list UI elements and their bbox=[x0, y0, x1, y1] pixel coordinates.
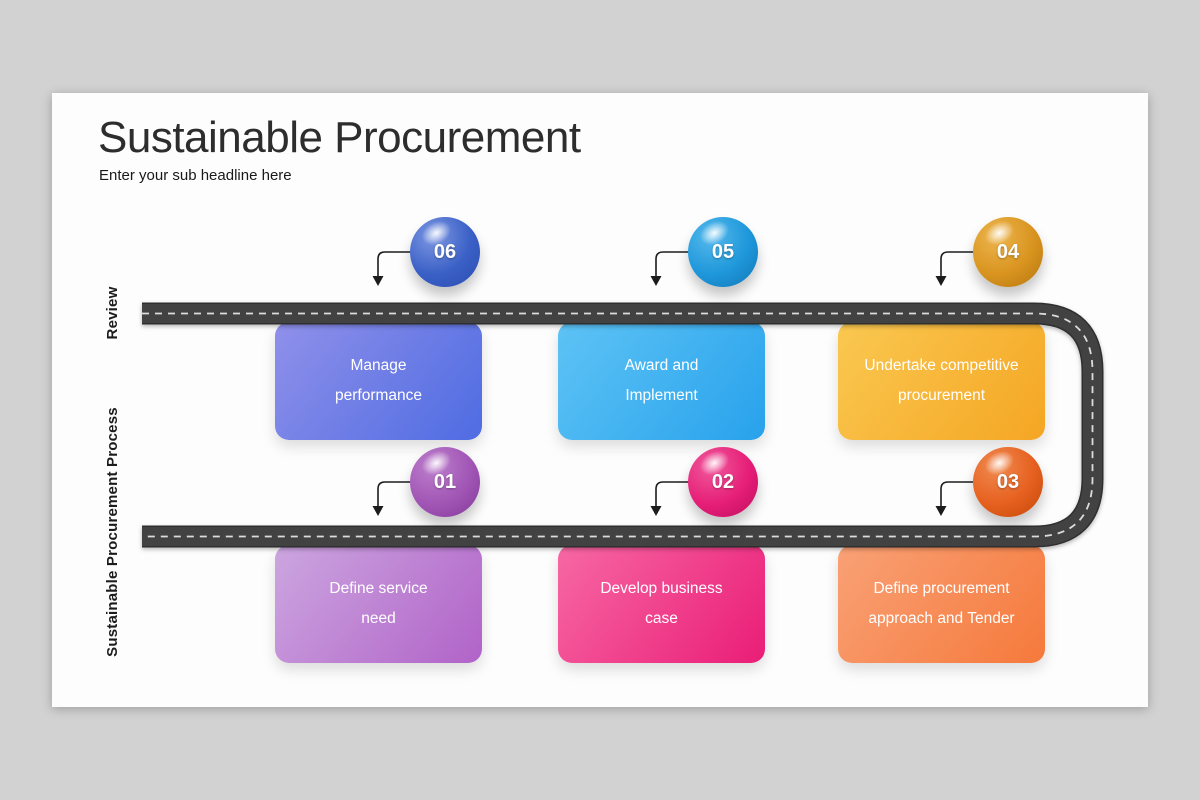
arrow-icon-06 bbox=[372, 251, 415, 286]
step-card-06: Manage performance bbox=[275, 322, 482, 440]
step-card-04-line1: Undertake competitive bbox=[864, 357, 1019, 374]
step-number-05: 05 bbox=[711, 240, 735, 263]
step-circle-02: 02 bbox=[688, 447, 758, 517]
step-card-05-line1: Award and bbox=[624, 357, 699, 374]
step-card-01-line1: Define service bbox=[329, 580, 428, 597]
step-card-05-line2: Implement bbox=[625, 387, 698, 404]
step-number-06: 06 bbox=[433, 240, 457, 263]
step-number-03: 03 bbox=[996, 470, 1020, 493]
step-card-06-line2: performance bbox=[334, 387, 422, 404]
page-title: Sustainable Procurement bbox=[98, 113, 581, 162]
step-card-02-line1: Develop business bbox=[600, 580, 723, 597]
arrow-icon-04 bbox=[935, 251, 978, 286]
step-circle-03: 03 bbox=[973, 447, 1043, 517]
step-card-02-line2: case bbox=[645, 610, 678, 627]
slide: Sustainable Procurement Enter your sub h… bbox=[52, 93, 1148, 707]
step-card-02: Develop business case bbox=[558, 545, 765, 663]
step-card-03-line2: approach and Tender bbox=[868, 610, 1015, 627]
step-card-05: Award and Implement bbox=[558, 322, 765, 440]
step-number-02: 02 bbox=[711, 470, 735, 493]
step-card-04-line2: procurement bbox=[897, 387, 985, 404]
arrow-icon-01 bbox=[372, 481, 415, 516]
step-card-01-line2: need bbox=[361, 610, 396, 627]
arrow-icon-05 bbox=[650, 251, 693, 286]
step-card-03: Define procurement approach and Tender bbox=[838, 545, 1045, 663]
step-card-06-line1: Manage bbox=[350, 357, 407, 374]
step-number-04: 04 bbox=[996, 240, 1020, 263]
step-circle-01: 01 bbox=[410, 447, 480, 517]
arrow-icon-03 bbox=[935, 481, 978, 516]
step-number-01: 01 bbox=[433, 470, 457, 493]
arrow-icon-02 bbox=[650, 481, 693, 516]
step-card-01: Define service need bbox=[275, 545, 482, 663]
step-circle-06: 06 bbox=[410, 217, 480, 287]
side-label-process: Sustainable Procurement Process bbox=[104, 407, 121, 657]
step-card-03-line1: Define procurement bbox=[873, 580, 1010, 597]
step-circle-04: 04 bbox=[973, 217, 1043, 287]
page-subtitle: Enter your sub headline here bbox=[99, 167, 292, 184]
step-card-04: Undertake competitive procurement bbox=[838, 322, 1045, 440]
step-circle-05: 05 bbox=[688, 217, 758, 287]
